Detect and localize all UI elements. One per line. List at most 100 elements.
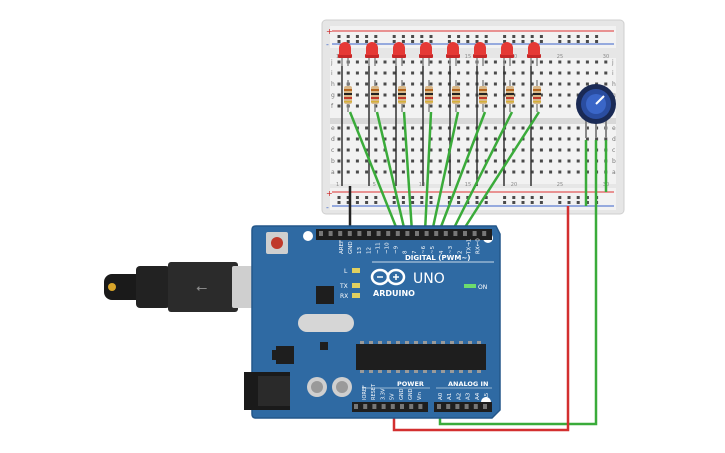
column-number: 1 xyxy=(336,54,339,60)
breadboard-hole xyxy=(365,148,369,152)
digital-pin[interactable] xyxy=(386,231,391,236)
breadboard-hole xyxy=(392,82,396,86)
led[interactable] xyxy=(446,42,460,66)
rail-hole xyxy=(475,40,479,43)
digital-pin[interactable] xyxy=(443,231,448,236)
power-pin[interactable] xyxy=(363,404,368,409)
breadboard-hole xyxy=(567,71,571,75)
digital-pin[interactable] xyxy=(424,231,429,236)
resistor[interactable] xyxy=(452,80,460,112)
digital-pin[interactable] xyxy=(453,231,458,236)
digital-pin[interactable] xyxy=(376,231,381,236)
breadboard-hole xyxy=(595,71,599,75)
analog-pin[interactable] xyxy=(473,404,478,409)
digital-pin[interactable] xyxy=(472,231,477,236)
analog-pin[interactable] xyxy=(483,404,487,409)
rail-hole xyxy=(447,196,451,199)
rail-hole xyxy=(595,35,599,38)
breadboard-hole xyxy=(466,170,470,174)
breadboard-hole xyxy=(457,71,461,75)
breadboard-hole xyxy=(401,170,405,174)
breadboard-hole xyxy=(337,137,341,141)
digital-pin[interactable] xyxy=(395,231,400,236)
analog-pin[interactable] xyxy=(464,404,469,409)
resistor[interactable] xyxy=(344,80,352,112)
digital-pin[interactable] xyxy=(482,231,487,236)
led-array[interactable] xyxy=(338,42,541,186)
potentiometer[interactable] xyxy=(576,84,616,138)
resistor[interactable] xyxy=(479,80,487,112)
rail-hole xyxy=(355,201,359,204)
power-pin[interactable] xyxy=(381,404,386,409)
breadboard-hole xyxy=(355,159,359,163)
breadboard-hole xyxy=(337,71,341,75)
breadboard-hole xyxy=(595,60,599,64)
digital-pin[interactable] xyxy=(463,231,467,236)
breadboard-hole xyxy=(484,82,488,86)
resistor[interactable] xyxy=(371,80,379,112)
breadboard-hole xyxy=(411,93,415,97)
power-pin[interactable] xyxy=(372,404,377,409)
breadboard-hole xyxy=(337,170,341,174)
breadboard-hole xyxy=(401,137,405,141)
digital-pin[interactable] xyxy=(405,231,410,236)
chip-pin xyxy=(396,370,400,373)
rail-plus-top: + xyxy=(326,27,333,36)
rail-hole xyxy=(530,35,534,38)
led-wire-7 xyxy=(450,111,514,233)
breadboard-hole xyxy=(374,82,378,86)
led[interactable] xyxy=(500,42,514,66)
rail-hole xyxy=(512,40,516,43)
digital-pin[interactable] xyxy=(357,231,362,236)
model-label: UNO xyxy=(413,271,445,287)
power-pin[interactable] xyxy=(354,404,358,409)
chip-pin xyxy=(369,341,373,344)
digital-pin[interactable] xyxy=(415,231,419,236)
brand-label: ARDUINO xyxy=(373,289,415,298)
breadboard-hole xyxy=(466,71,470,75)
led[interactable] xyxy=(527,42,541,66)
resistor[interactable] xyxy=(506,80,514,112)
rail-hole xyxy=(392,196,396,199)
resistor[interactable] xyxy=(425,80,433,112)
power-pin[interactable] xyxy=(409,404,414,409)
led[interactable] xyxy=(473,42,487,66)
breadboard-hole xyxy=(604,137,608,141)
breadboard-hole xyxy=(429,159,433,163)
power-pin[interactable] xyxy=(400,404,404,409)
led[interactable] xyxy=(365,42,379,66)
breadboard-hole xyxy=(576,82,580,86)
digital-pin[interactable] xyxy=(434,231,439,236)
breadboard-hole xyxy=(539,71,543,75)
led-body xyxy=(447,42,459,55)
reset-button-cap xyxy=(271,237,283,249)
power-pin-label: GND xyxy=(399,388,405,400)
digital-pin[interactable] xyxy=(338,231,343,236)
led[interactable] xyxy=(419,42,433,66)
breadboard-hole xyxy=(438,60,442,64)
power-pin[interactable] xyxy=(390,404,395,409)
crystal-oscillator xyxy=(298,314,354,332)
digital-pin[interactable] xyxy=(347,231,352,236)
digital-pin[interactable] xyxy=(319,231,323,236)
breadboard-hole xyxy=(493,93,497,97)
breadboard-hole xyxy=(576,137,580,141)
analog-pin[interactable] xyxy=(446,404,451,409)
power-label: POWER xyxy=(397,380,424,388)
resistor[interactable] xyxy=(533,80,541,112)
led[interactable] xyxy=(338,42,352,66)
analog-pin[interactable] xyxy=(437,404,441,409)
breadboard-hole xyxy=(429,60,433,64)
digital-pin[interactable] xyxy=(328,231,333,236)
analog-pin[interactable] xyxy=(455,404,460,409)
led-body xyxy=(339,42,351,55)
resistor[interactable] xyxy=(398,80,406,112)
breadboard-hole xyxy=(604,71,608,75)
digital-pin[interactable] xyxy=(367,231,371,236)
breadboard-hole xyxy=(567,148,571,152)
led[interactable] xyxy=(392,42,406,66)
power-pin[interactable] xyxy=(418,404,423,409)
breadboard-hole xyxy=(457,82,461,86)
